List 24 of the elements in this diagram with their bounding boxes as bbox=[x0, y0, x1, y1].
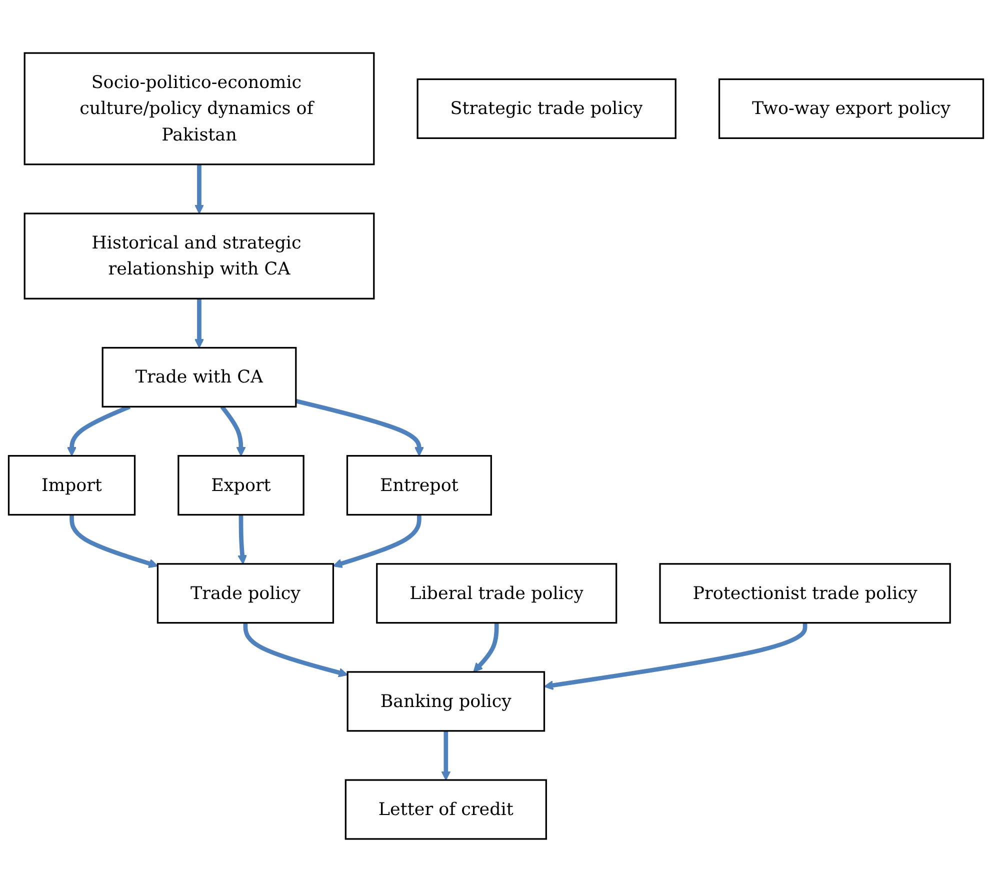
node-box: Export bbox=[178, 455, 304, 516]
node-box: Trade policy bbox=[156, 563, 334, 624]
arrow bbox=[332, 514, 422, 568]
arrow bbox=[441, 730, 451, 780]
node-box: Protectionist trade policy bbox=[659, 563, 951, 624]
node-box: Entrepot bbox=[346, 455, 492, 516]
node-box: Letter of credit bbox=[344, 779, 547, 840]
arrow bbox=[295, 398, 424, 456]
node-box: Strategic trade policy bbox=[416, 78, 676, 139]
node-box: Import bbox=[8, 455, 136, 516]
arrow bbox=[70, 514, 158, 568]
node-box: Socio-politico-economic culture/policy dynamics of Pakistan bbox=[24, 52, 375, 166]
arrow bbox=[243, 622, 348, 678]
node-box: Two-way export policy bbox=[718, 78, 984, 139]
arrow bbox=[220, 405, 246, 456]
arrow bbox=[238, 514, 248, 564]
arrow bbox=[194, 298, 204, 348]
node-box: Trade with CA bbox=[102, 346, 297, 408]
node-box: Liberal trade policy bbox=[376, 563, 618, 624]
arrow bbox=[473, 622, 499, 672]
node-box: Banking policy bbox=[346, 671, 546, 732]
node-box: Historical and strategic relationship with CA bbox=[24, 212, 375, 300]
arrow bbox=[544, 622, 808, 690]
arrow bbox=[194, 164, 204, 214]
